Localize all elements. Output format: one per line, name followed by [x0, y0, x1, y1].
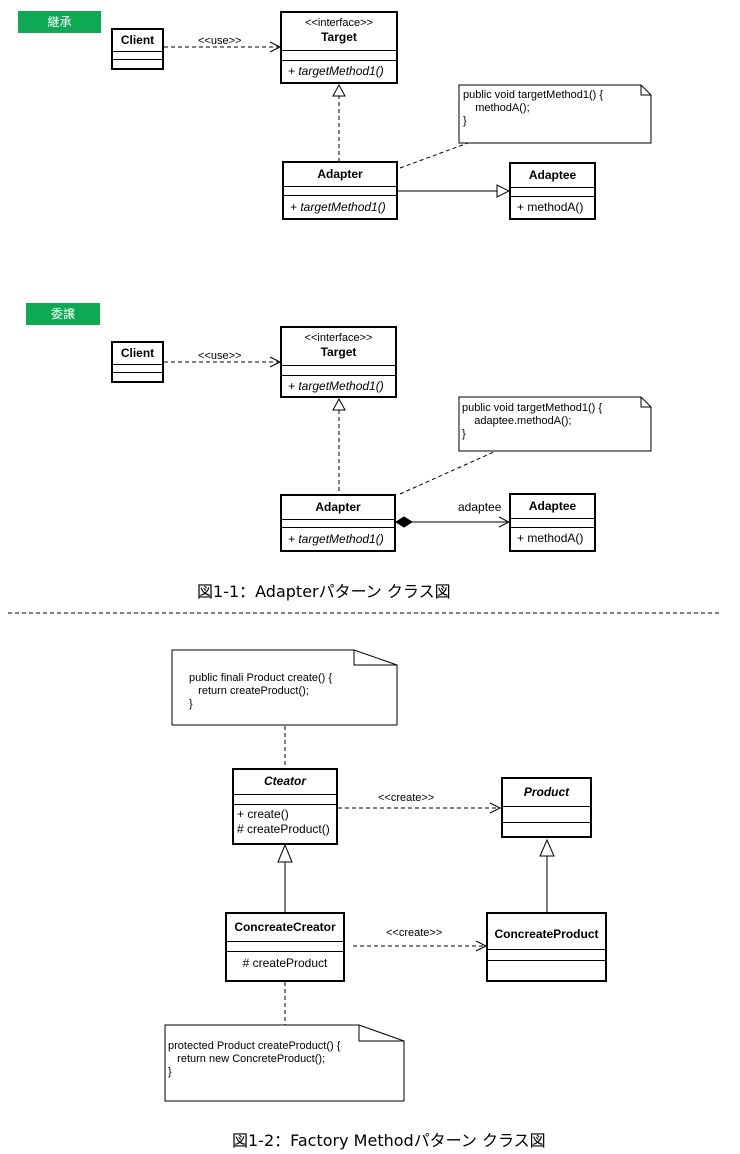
concrete-product-operations	[488, 961, 605, 979]
client-operations-2	[113, 373, 162, 381]
adapter-operation-2: + targetMethod1()	[288, 532, 384, 546]
use-label: <<use>>	[198, 35, 242, 47]
adaptee-name: Adaptee	[511, 164, 594, 188]
adaptee-attributes	[511, 188, 594, 197]
concrete-product-attributes	[488, 950, 605, 961]
note-shape-2	[458, 396, 652, 452]
target-header: <<interface>> Target	[282, 13, 396, 51]
concrete-product-class[interactable]: ConcreateProduct	[486, 912, 607, 982]
inheritance-arrowhead-product	[539, 838, 555, 857]
concrete-creator-class[interactable]: ConcreateCreator # createProduct	[225, 912, 345, 982]
target-stereotype: <<interface>>	[305, 17, 373, 29]
adapter-attributes-2	[282, 520, 394, 528]
target-attributes-2	[282, 366, 395, 376]
adapter-note-2: public void targetMethod1() { adaptee.me…	[462, 402, 603, 440]
target-name: Target	[321, 30, 357, 44]
target-stereotype-2: <<interface>>	[304, 332, 373, 344]
inheritance-arrowhead-1	[496, 184, 511, 198]
figure-caption-2: 図1-2：Factory Methodパターン クラス図	[232, 1131, 546, 1150]
factory-note-top: public finali Product create() { return …	[189, 672, 333, 710]
section-tag-inheritance: 継承	[18, 11, 101, 33]
adaptee-class[interactable]: Adaptee + methodA()	[509, 162, 596, 220]
adaptee-class-2[interactable]: Adaptee + methodA()	[509, 493, 596, 552]
note-shape-1	[458, 84, 652, 144]
factory-note-bottom: protected Product createProduct() { retu…	[168, 1040, 341, 1078]
note-shape-top	[171, 649, 398, 726]
create-label-2: <<create>>	[386, 927, 443, 939]
client-class-name-2: Client	[113, 343, 162, 365]
product-operations	[503, 823, 590, 836]
product-name: Product	[503, 779, 590, 807]
note-shape-bottom	[164, 1024, 405, 1102]
target-name-2: Target	[320, 345, 357, 359]
adapter-name-2: Adapter	[282, 496, 394, 520]
creator-op-create: + create()	[237, 807, 289, 821]
adapter-name: Adapter	[284, 163, 396, 187]
concrete-creator-operation: # createProduct	[242, 956, 328, 970]
adapter-class-2[interactable]: Adapter + targetMethod1()	[280, 494, 396, 552]
association-role-label: adaptee	[458, 500, 502, 514]
adapter-operation: + targetMethod1()	[290, 200, 386, 214]
client-attributes	[113, 52, 162, 60]
composition-diamond	[395, 516, 413, 528]
client-class-name: Client	[113, 30, 162, 52]
client-class[interactable]: Client	[111, 28, 164, 70]
concrete-product-name: ConcreateProduct	[488, 914, 605, 950]
client-operations	[113, 60, 162, 68]
creator-op-createproduct: # createProduct()	[237, 822, 330, 836]
section-tag-delegation: 委譲	[26, 303, 100, 325]
target-attributes	[282, 51, 396, 61]
product-class[interactable]: Product	[501, 777, 592, 838]
create-arrowhead-1	[489, 802, 502, 814]
target-interface-2[interactable]: <<interface>> Target + targetMethod1()	[280, 326, 397, 398]
client-attributes-2	[113, 365, 162, 373]
creator-attributes	[234, 795, 336, 805]
concrete-creator-name: ConcreateCreator	[227, 914, 343, 942]
adaptee-operation-2: + methodA()	[517, 531, 584, 545]
target-operation-2: + targetMethod1()	[288, 379, 384, 393]
adapter-note-1: public void targetMethod1() { methodA();…	[463, 89, 604, 127]
adaptee-attributes-2	[511, 519, 594, 528]
realization-arrowhead-1	[332, 83, 346, 97]
figure-caption-1: 図1-1：Adapterパターン クラス図	[197, 582, 451, 601]
creator-name: Cteator	[234, 770, 336, 795]
adaptee-name-2: Adaptee	[511, 495, 594, 519]
adaptee-operation: + methodA()	[517, 200, 584, 214]
target-operation: + targetMethod1()	[288, 64, 384, 78]
adapter-class[interactable]: Adapter + targetMethod1()	[282, 161, 398, 220]
adapter-attributes	[284, 187, 396, 196]
target-interface[interactable]: <<interface>> Target + targetMethod1()	[280, 11, 398, 84]
product-attributes	[503, 807, 590, 823]
note-anchor-2	[399, 450, 497, 495]
creator-class[interactable]: Cteator + create() # createProduct()	[232, 768, 338, 845]
create-label-1: <<create>>	[378, 792, 435, 804]
target-header-2: <<interface>> Target	[282, 328, 395, 366]
realization-arrowhead-2	[332, 397, 346, 411]
note-anchor-1	[399, 142, 469, 169]
concrete-creator-attributes	[227, 942, 343, 952]
inheritance-arrowhead-creator	[277, 843, 293, 863]
use-label-2: <<use>>	[198, 350, 242, 362]
creator-operations: + create() # createProduct()	[234, 805, 336, 839]
client-class-2[interactable]: Client	[111, 341, 164, 383]
